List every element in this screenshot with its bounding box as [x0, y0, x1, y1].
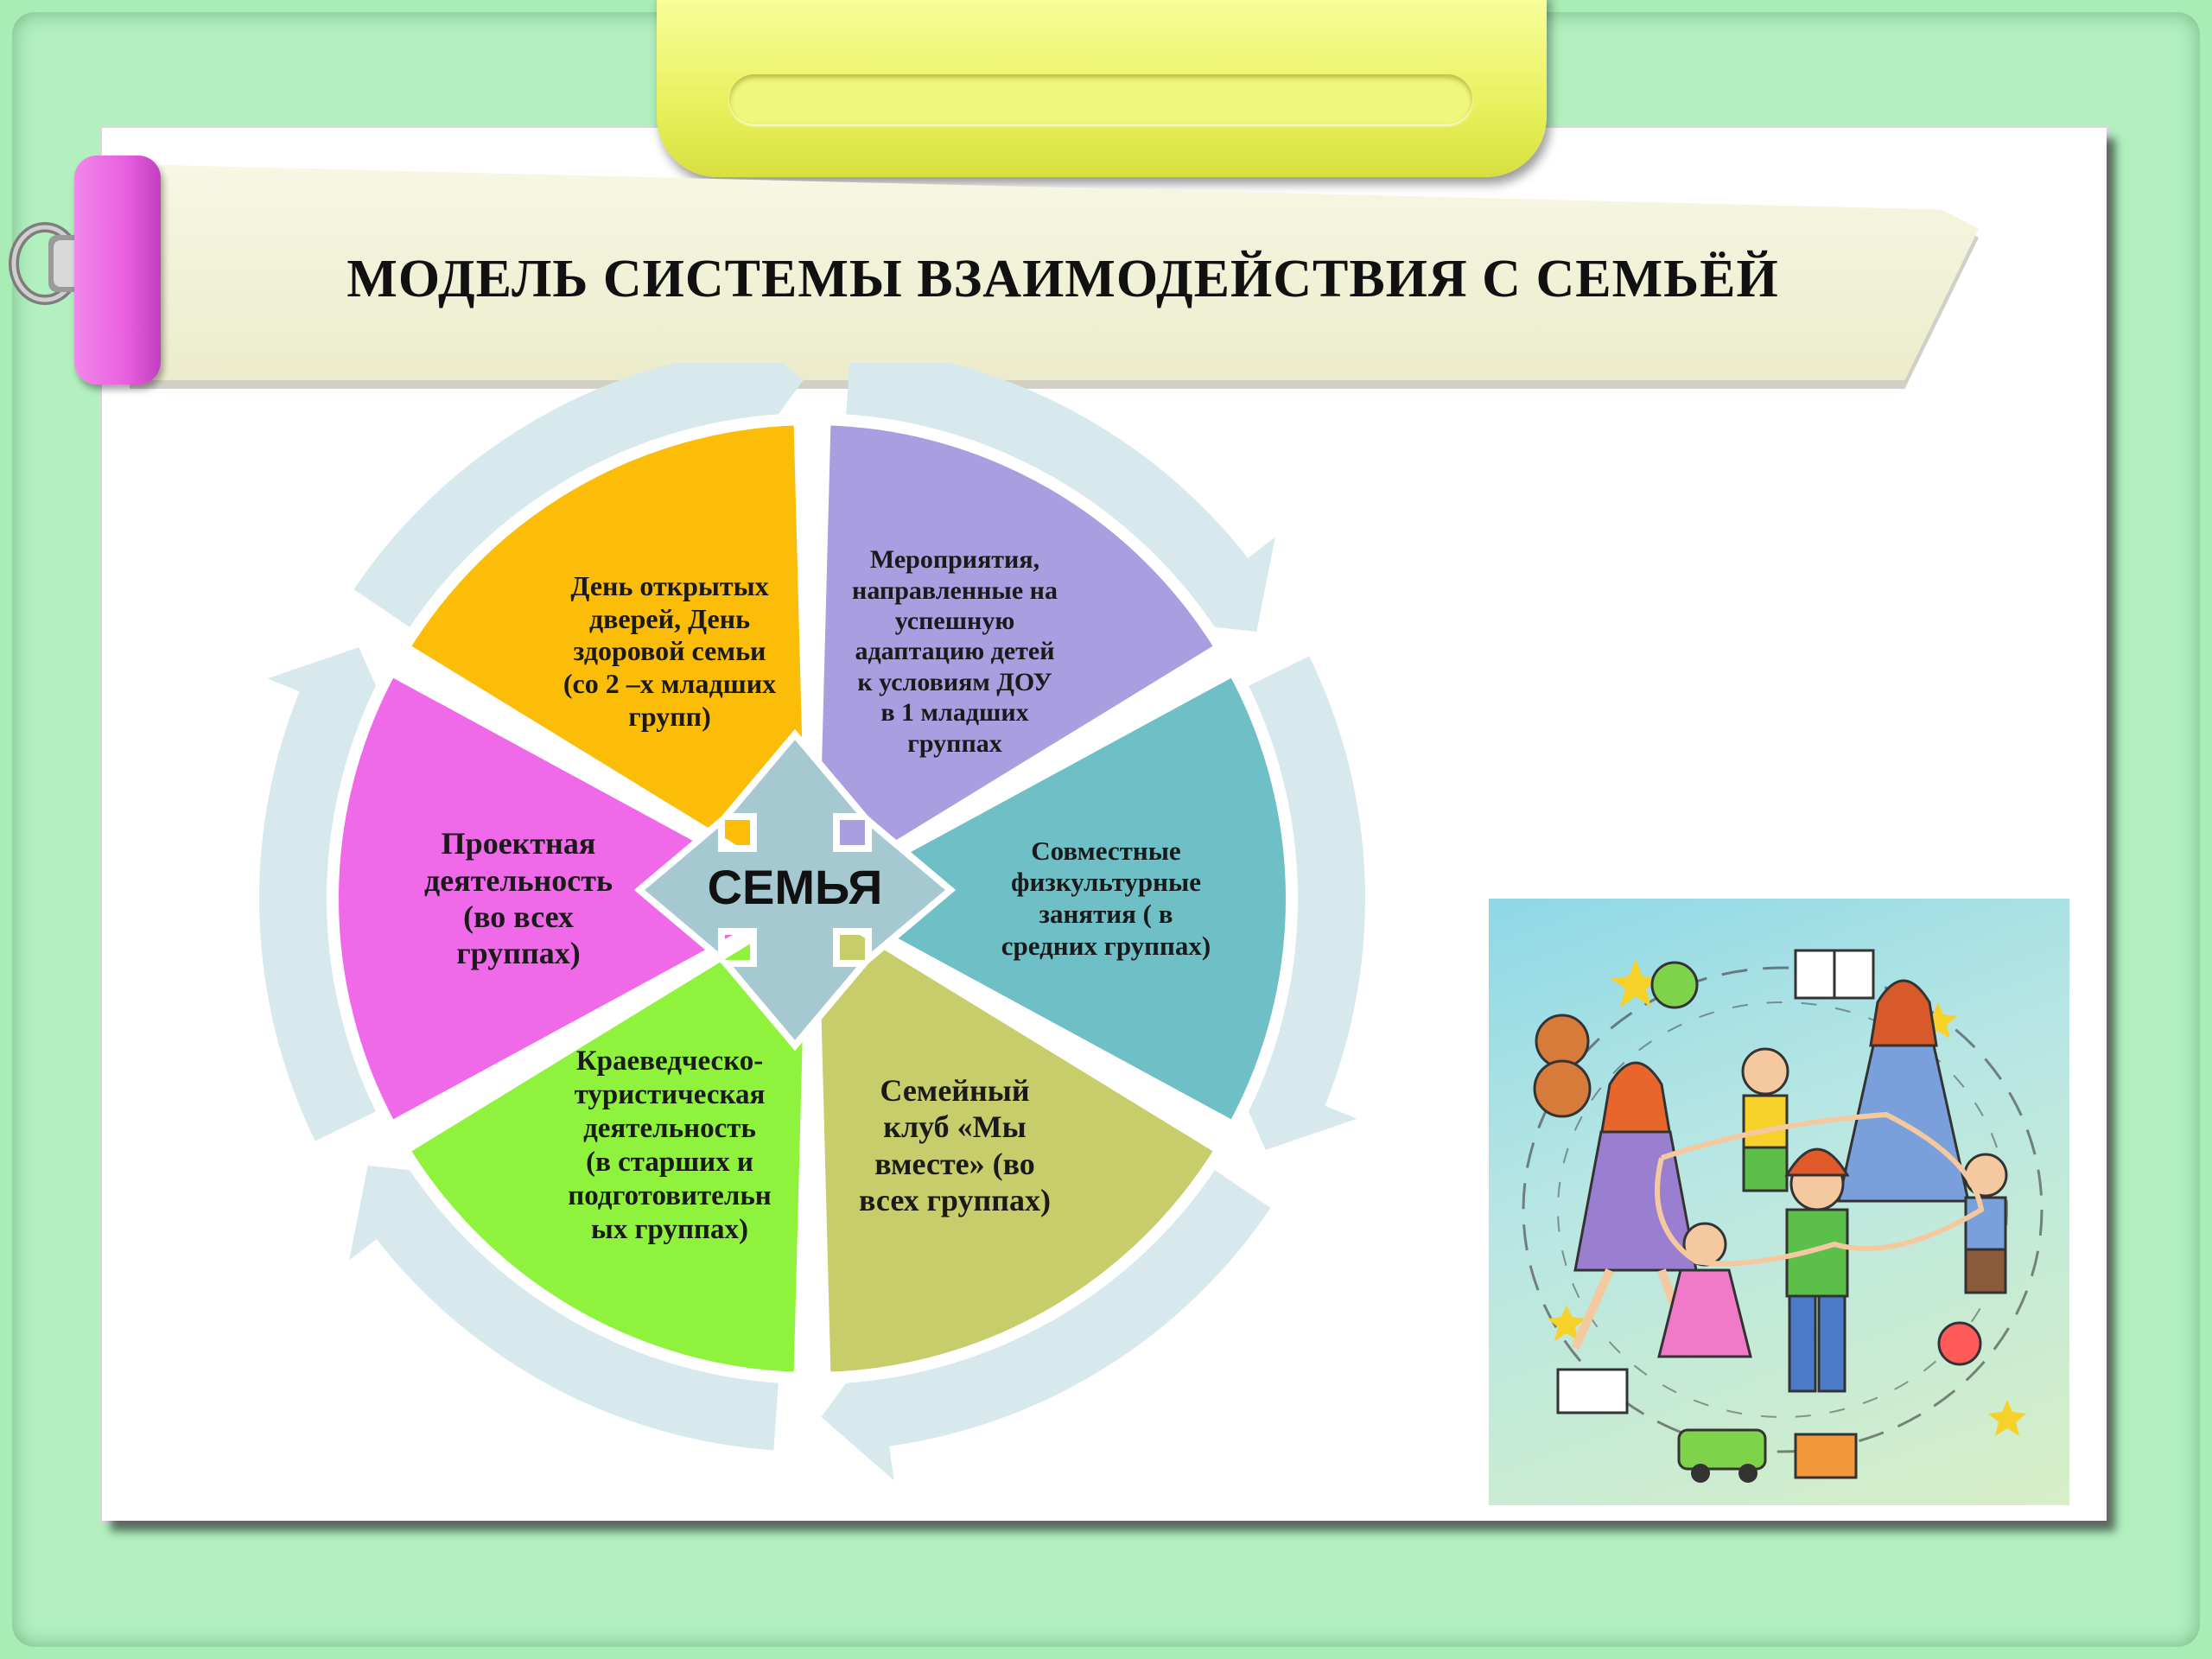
four-way-arrow-icon — [633, 728, 957, 1052]
ring-arrow — [349, 1166, 779, 1451]
segment-label-6: Проектная деятельность (во всех группах) — [423, 826, 613, 971]
yellow-tab — [657, 0, 1547, 177]
pink-tab — [74, 156, 161, 385]
segment-6 — [327, 661, 825, 1136]
segment-4 — [805, 887, 1230, 1384]
cycle-diagram: День открытых дверей, День здоровой семь… — [242, 316, 1400, 1521]
yellow-tab-slot — [729, 74, 1472, 124]
segment-label-4: Семейный клуб «Мы вместе» (во всех групп… — [859, 1072, 1051, 1218]
cycle-diagram-graphic — [259, 316, 1365, 1481]
center-label: СЕМЬЯ — [707, 860, 883, 914]
segments — [327, 413, 1298, 1384]
segment-3 — [799, 661, 1298, 1136]
page-title: МОДЕЛЬ СИСТЕМЫ ВЗАИМОДЕЙСТВИЯ С СЕМЬЁЙ — [346, 250, 1779, 308]
segment-label-3: Совместные физкультурные занятия ( в сре… — [1001, 835, 1211, 961]
segment-2 — [805, 413, 1230, 910]
family-dance-icon — [1522, 949, 2044, 1483]
ring-arrow — [353, 316, 804, 628]
segment-label-1: День открытых дверей, День здоровой семь… — [563, 569, 777, 732]
family-dance-illustration — [1489, 899, 2069, 1505]
ring-arrow — [821, 1169, 1271, 1481]
segment-5 — [395, 887, 819, 1384]
segment-label-2: Мероприятия, направленные на успешную ад… — [852, 545, 1058, 758]
segment-label-5: Краеведческо- туристическая деятельность… — [568, 1045, 772, 1245]
ring-arrow — [846, 346, 1275, 632]
segment-1 — [395, 413, 819, 910]
